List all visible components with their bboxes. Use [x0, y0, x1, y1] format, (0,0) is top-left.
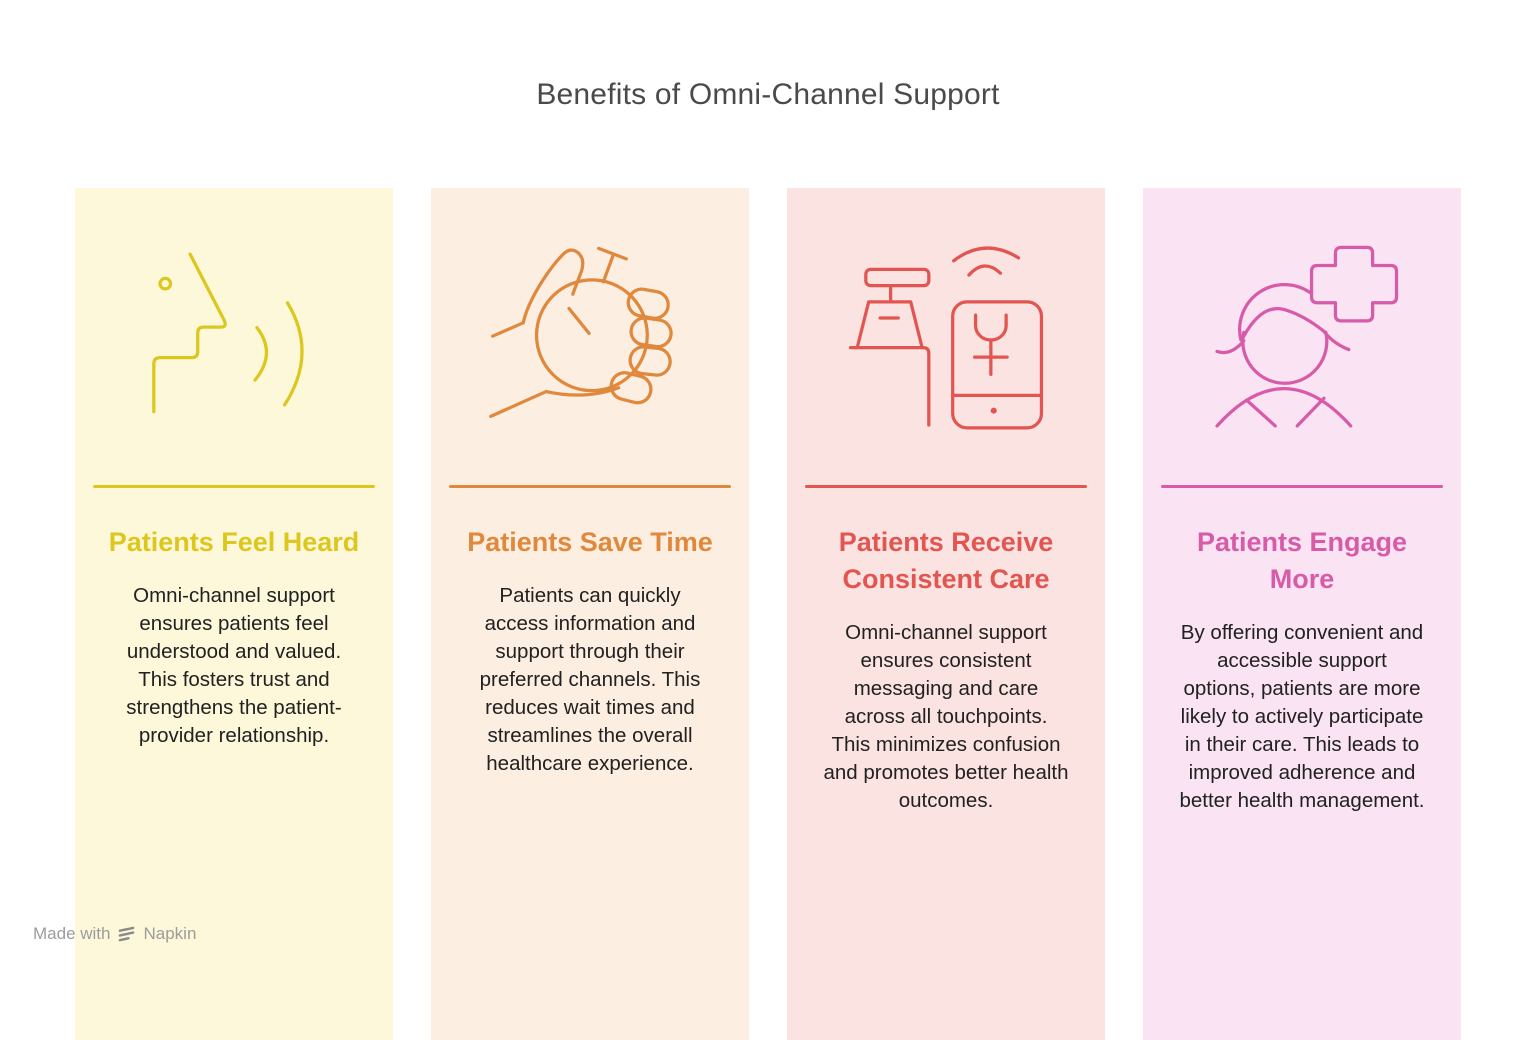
benefit-card-patients-save-time: Patients Save Time Patients can quickly … — [431, 188, 749, 1040]
divider-line — [449, 485, 731, 488]
card-icon-area — [1143, 220, 1461, 460]
hand-stopwatch-icon — [489, 246, 673, 418]
napkin-watermark: Made with Napkin — [33, 924, 196, 944]
card-body-text: Patients can quickly access information … — [479, 584, 701, 775]
napkin-logo-icon — [119, 926, 135, 941]
speaking-person-icon — [152, 252, 304, 414]
card-body-text: By offering convenient and accessible su… — [1179, 621, 1425, 812]
card-heading: Patients Feel Heard — [108, 527, 360, 557]
page-title: Benefits of Omni-Channel Support — [536, 78, 1000, 111]
patient-medical-cross-icon — [1215, 245, 1399, 428]
divider-line — [1161, 485, 1443, 488]
card-heading: Patients Save Time — [467, 527, 713, 557]
card-body-text: Omni-channel support ensures patients fe… — [126, 584, 342, 747]
benefit-card-patients-feel-heard: Patients Feel Heard Omni-channel support… — [75, 188, 393, 1040]
card-icon-area — [431, 220, 749, 460]
benefit-card-patients-engage-more: Patients Engage More By offering conveni… — [1143, 188, 1461, 1040]
watermark-text: Made with — [33, 924, 111, 943]
service-desk-phone-icon — [848, 246, 1044, 430]
card-body-text: Omni-channel support ensures consistent … — [823, 621, 1069, 812]
benefit-card-patients-receive-consistent-care: Patients Receive Consistent Care Omni-ch… — [787, 188, 1105, 1040]
divider-line — [805, 485, 1087, 488]
napkin-brand-text: Napkin — [143, 924, 197, 943]
card-heading: Patients Engage More — [1196, 527, 1408, 594]
card-heading: Patients Receive Consistent Care — [838, 527, 1054, 594]
card-icon-area — [787, 220, 1105, 460]
divider-line — [93, 485, 375, 488]
card-icon-area — [75, 220, 393, 460]
benefit-cards-row: Patients Feel Heard Omni-channel support… — [75, 188, 1461, 1040]
